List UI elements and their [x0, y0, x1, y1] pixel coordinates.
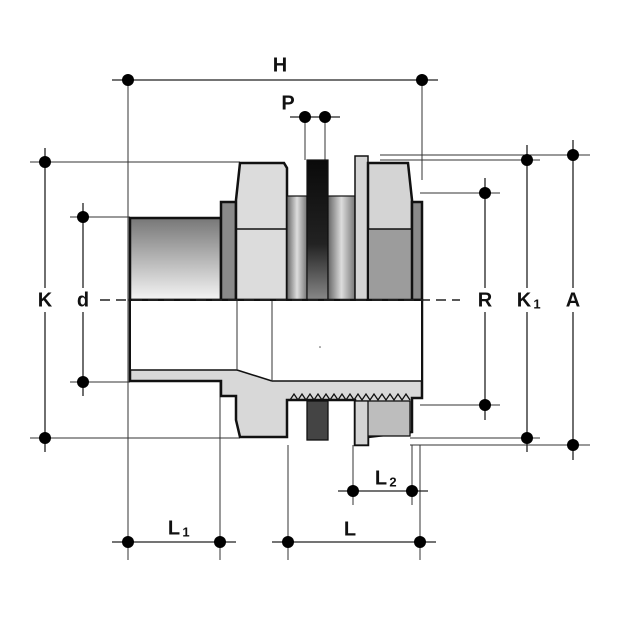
- dimension-dots: [39, 74, 579, 548]
- nut-left: [234, 161, 289, 302]
- label-d: d: [77, 289, 89, 311]
- thread-left: [286, 195, 308, 301]
- label-L: L: [344, 518, 356, 540]
- label-L2: L: [375, 467, 387, 489]
- label-L2-subscript: 2: [389, 474, 396, 489]
- label-K1: K: [517, 289, 532, 311]
- bore: [131, 301, 421, 381]
- spigot-end: [128, 216, 223, 302]
- label-A: A: [566, 289, 580, 311]
- fitting-cross-section: [128, 155, 424, 447]
- gasket-lower: [306, 400, 329, 441]
- label-R: R: [478, 289, 493, 311]
- label-P: P: [281, 92, 294, 114]
- label-K: K: [38, 289, 53, 311]
- label-L1: L: [168, 517, 180, 539]
- thread-right: [327, 195, 356, 301]
- washer-upper: [354, 155, 369, 301]
- label-L1-subscript: 1: [182, 524, 189, 539]
- label-H: H: [273, 54, 287, 76]
- thread-profile: [289, 392, 411, 402]
- label-K1-subscript: 1: [533, 296, 540, 311]
- extension-lines: [30, 80, 590, 560]
- gasket-upper: [306, 159, 329, 301]
